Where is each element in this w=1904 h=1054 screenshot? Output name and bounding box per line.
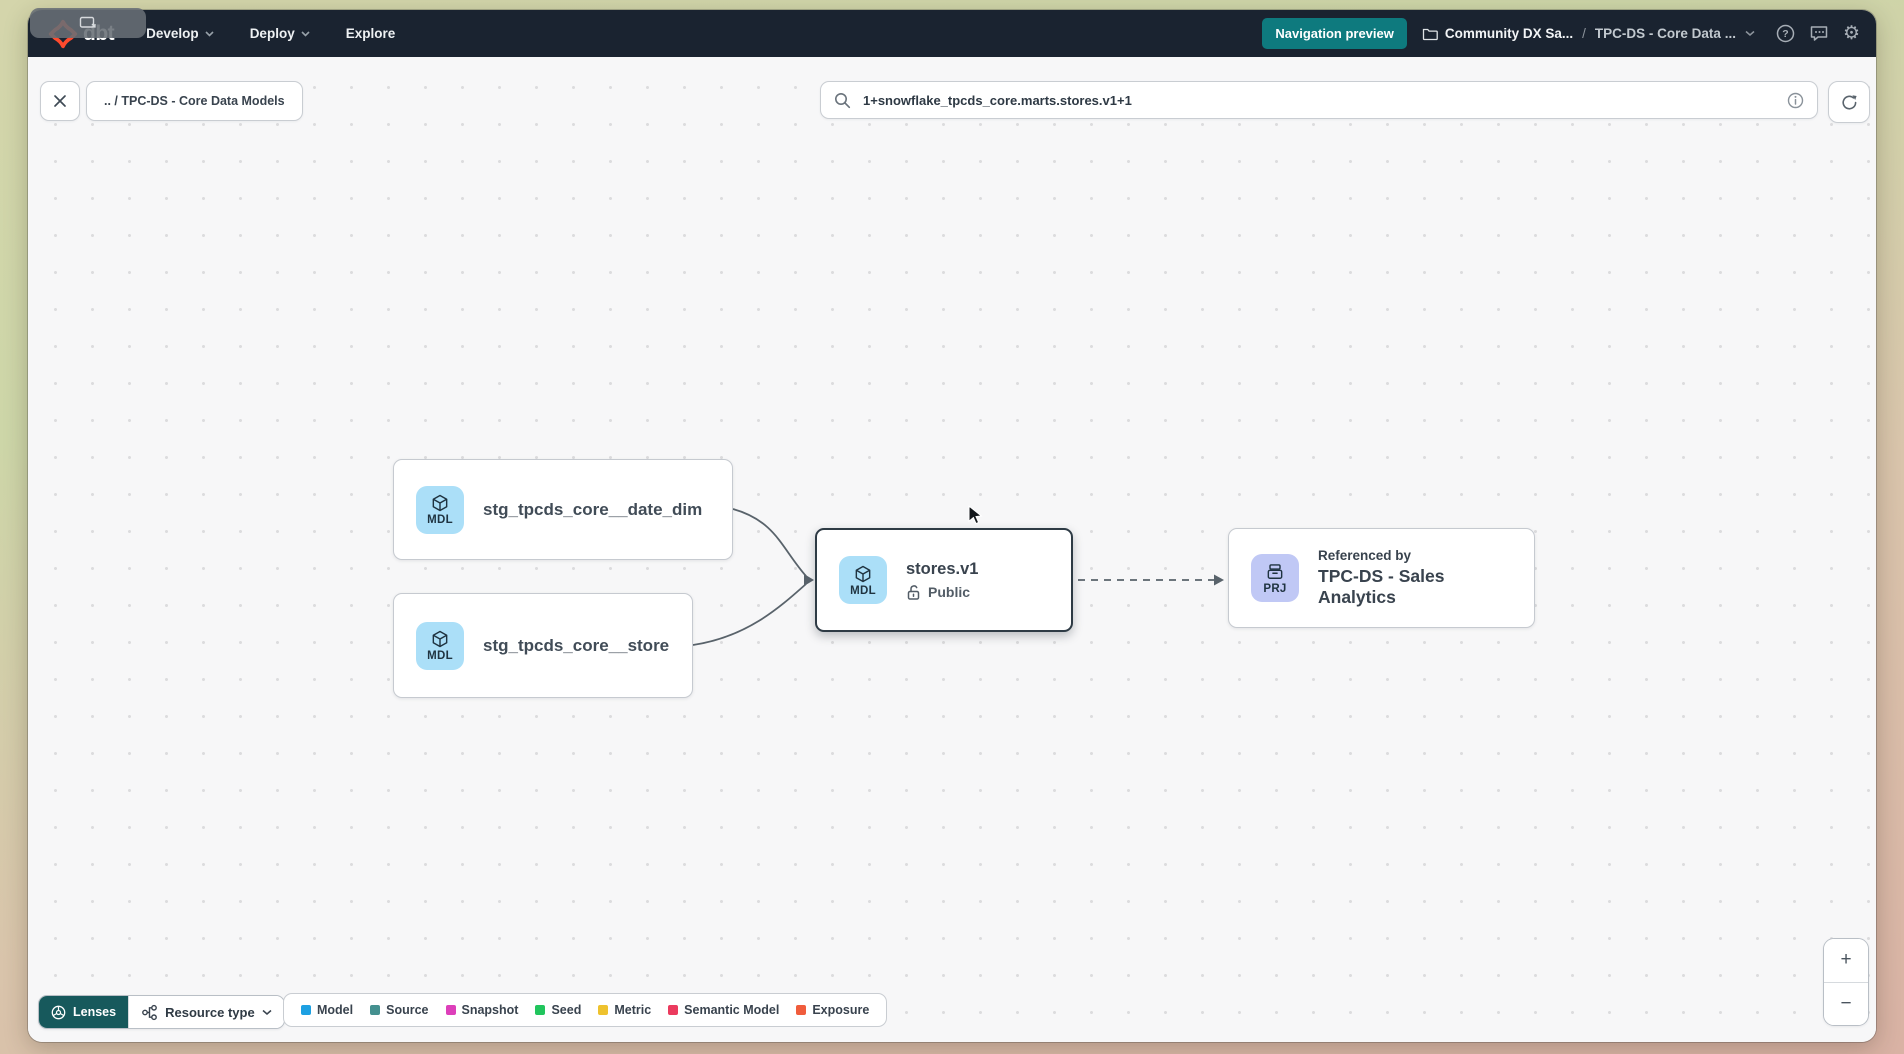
resource-graph-icon <box>141 1004 158 1021</box>
legend-label: Source <box>386 1003 428 1017</box>
zoom-out-button[interactable]: − <box>1824 982 1868 1026</box>
breadcrumb: Community DX Sa... / TPC-DS - Core Data … <box>1422 26 1755 41</box>
model-badge: MDL <box>839 556 887 604</box>
node-label: TPC-DS - Sales Analytics <box>1318 566 1512 608</box>
node-stg-tpcds-core-store[interactable]: MDL stg_tpcds_core__store <box>393 593 693 698</box>
badge-label: MDL <box>427 650 453 662</box>
folder-icon <box>1422 27 1438 41</box>
settings-gear-icon[interactable]: ⚙ <box>1843 24 1860 43</box>
nav-item-label: Explore <box>346 26 396 41</box>
refresh-lineage-button[interactable] <box>1828 81 1870 123</box>
access-label: Public <box>928 584 970 600</box>
aperture-icon <box>51 1005 66 1020</box>
lineage-breadcrumb-chip[interactable]: .. / TPC-DS - Core Data Models <box>86 81 303 121</box>
search-input[interactable] <box>861 92 1777 109</box>
feedback-icon[interactable] <box>1809 24 1829 43</box>
model-badge: MDL <box>416 486 464 534</box>
legend-swatch <box>370 1005 380 1015</box>
nav-item-label: Deploy <box>250 26 295 41</box>
cube-icon <box>430 493 450 513</box>
zoom-in-button[interactable]: + <box>1824 939 1868 982</box>
search-icon <box>834 92 851 109</box>
legend-item: Model <box>301 1003 353 1017</box>
nav-item-label: Develop <box>146 26 199 41</box>
app-window: dbt Develop Deploy Explore Navigation pr… <box>28 10 1876 1042</box>
legend-swatch <box>535 1005 545 1015</box>
legend-item: Seed <box>535 1003 581 1017</box>
top-navbar: dbt Develop Deploy Explore Navigation pr… <box>28 10 1876 57</box>
chevron-down-icon <box>262 1009 272 1016</box>
legend-swatch <box>446 1005 456 1015</box>
badge-label: MDL <box>427 514 453 526</box>
navigation-preview-badge[interactable]: Navigation preview <box>1262 18 1406 49</box>
legend-label: Snapshot <box>462 1003 519 1017</box>
resource-type-dropdown[interactable]: Resource type <box>128 996 284 1028</box>
chevron-down-icon <box>205 31 214 37</box>
nav-menu: Develop Deploy Explore <box>146 26 395 41</box>
lineage-breadcrumb-label: .. / TPC-DS - Core Data Models <box>104 94 285 108</box>
legend-item: Snapshot <box>446 1003 519 1017</box>
mouse-cursor <box>968 505 988 526</box>
lenses-label: Lenses <box>73 1005 116 1019</box>
cube-icon <box>853 564 873 584</box>
screen-share-pill <box>30 8 146 38</box>
legend-label: Metric <box>614 1003 651 1017</box>
nav-item-explore[interactable]: Explore <box>346 26 396 41</box>
legend-item: Source <box>370 1003 428 1017</box>
legend-swatch <box>796 1005 806 1015</box>
legend-swatch <box>301 1005 311 1015</box>
close-icon <box>53 94 67 108</box>
lineage-canvas[interactable]: .. / TPC-DS - Core Data Models MDL <box>28 57 1876 1042</box>
lenses-button[interactable]: Lenses <box>39 996 128 1028</box>
resource-type-legend: Model Source Snapshot Seed Metric Semantic Mo… <box>283 993 887 1027</box>
legend-swatch <box>598 1005 608 1015</box>
node-label: stg_tpcds_core__date_dim <box>483 500 702 520</box>
project-breadcrumb[interactable]: Community DX Sa... <box>1422 26 1573 41</box>
refresh-icon <box>1840 93 1859 112</box>
legend-label: Semantic Model <box>684 1003 779 1017</box>
badge-label: PRJ <box>1263 583 1286 595</box>
svg-text:?: ? <box>1782 28 1788 40</box>
cube-icon <box>430 629 450 649</box>
lineage-search <box>820 81 1818 119</box>
legend-label: Seed <box>551 1003 581 1017</box>
nav-item-deploy[interactable]: Deploy <box>250 26 310 41</box>
legend-item: Semantic Model <box>668 1003 779 1017</box>
zoom-controls: + − <box>1823 938 1869 1026</box>
chevron-down-icon[interactable] <box>1745 30 1755 37</box>
nav-item-develop[interactable]: Develop <box>146 26 214 41</box>
lens-controls: Lenses Resource type <box>38 995 285 1029</box>
legend-label: Exposure <box>812 1003 869 1017</box>
legend-item: Exposure <box>796 1003 869 1017</box>
legend-swatch <box>668 1005 678 1015</box>
display-icon <box>79 16 97 31</box>
node-stores-v1[interactable]: MDL stores.v1 Public <box>815 528 1073 632</box>
info-icon[interactable] <box>1787 92 1804 109</box>
breadcrumb-separator: / <box>1582 26 1586 41</box>
resource-type-label: Resource type <box>165 1005 255 1020</box>
project-badge: PRJ <box>1251 554 1299 602</box>
badge-label: MDL <box>850 585 876 597</box>
node-label: stg_tpcds_core__store <box>483 636 669 656</box>
node-kicker: Referenced by <box>1318 548 1512 563</box>
close-lineage-button[interactable] <box>40 81 80 121</box>
node-label: stores.v1 <box>906 560 978 579</box>
model-badge: MDL <box>416 622 464 670</box>
navbar-icons: ? ⚙ <box>1776 24 1860 43</box>
section-breadcrumb[interactable]: TPC-DS - Core Data ... <box>1595 26 1736 41</box>
node-stg-tpcds-core-date-dim[interactable]: MDL stg_tpcds_core__date_dim <box>393 459 733 560</box>
open-padlock-icon <box>906 584 921 600</box>
chevron-down-icon <box>301 31 310 37</box>
legend-item: Metric <box>598 1003 651 1017</box>
node-referenced-by-sales-analytics[interactable]: PRJ Referenced by TPC-DS - Sales Analyti… <box>1228 528 1535 628</box>
legend-label: Model <box>317 1003 353 1017</box>
help-icon[interactable]: ? <box>1776 24 1795 43</box>
archive-icon <box>1265 562 1285 582</box>
navbar-right: Navigation preview Community DX Sa... / … <box>1262 18 1860 49</box>
project-breadcrumb-label: Community DX Sa... <box>1445 26 1573 41</box>
